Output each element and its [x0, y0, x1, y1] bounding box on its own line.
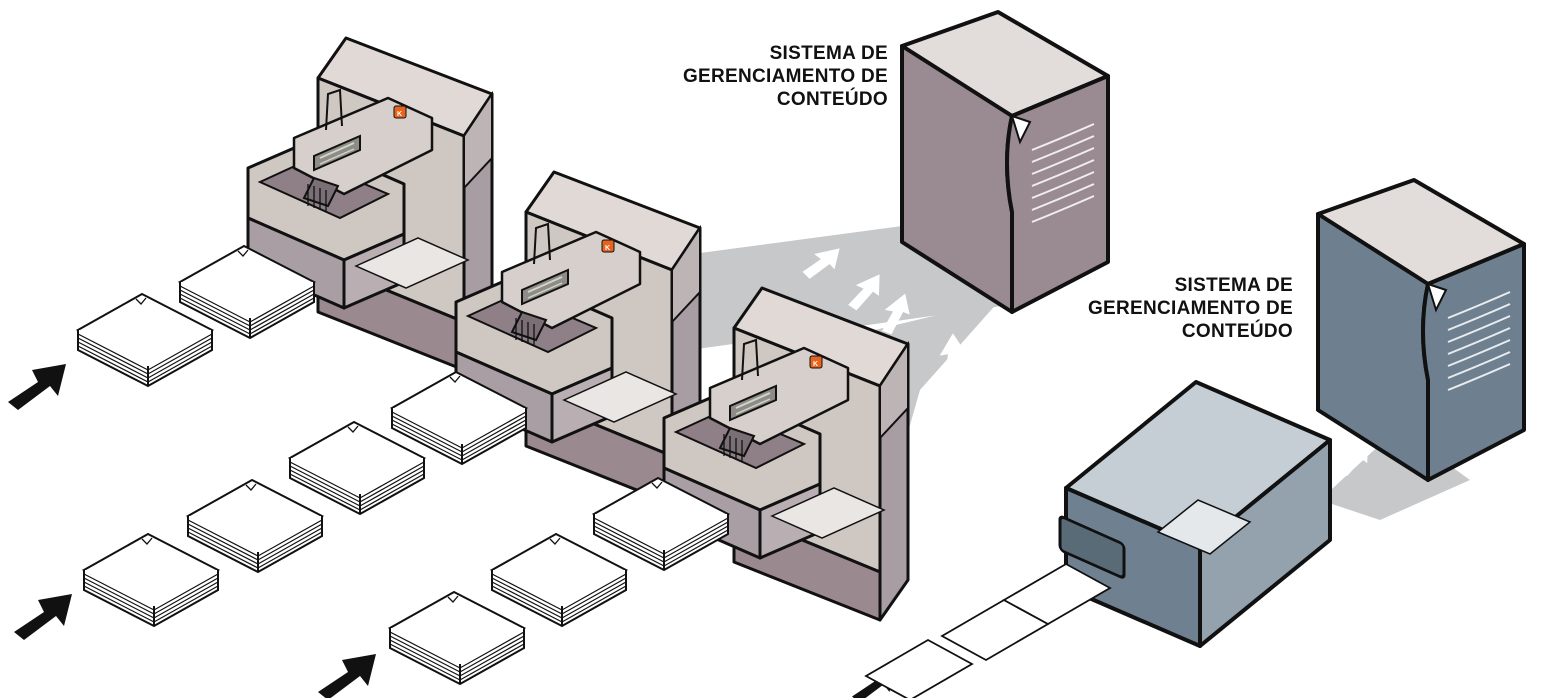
server-icon [1316, 178, 1526, 482]
scanner-icon: K [246, 36, 494, 372]
input-arrow-icon [14, 594, 72, 640]
scanner-icon: K [662, 286, 910, 622]
cms-label-line: GERENCIAMENTO DE [682, 66, 888, 87]
cms-label-line: SISTEMA DE [1174, 275, 1293, 296]
cms-label-line: GERENCIAMENTO DE [1087, 298, 1293, 319]
cms-label-line: CONTEÚDO [776, 89, 888, 110]
input-arrow-icon [8, 364, 66, 410]
cms-label-line: CONTEÚDO [1181, 321, 1293, 342]
document-stack-icon [289, 421, 425, 515]
document-stack-icon [389, 591, 525, 685]
flow-band-3 [1320, 428, 1470, 520]
cms-label-line: SISTEMA DE [769, 43, 888, 64]
cms-label-primary: SISTEMA DE GERENCIAMENTO DE CONTEÚDO [683, 42, 888, 111]
svg-text:K: K [605, 245, 610, 252]
feeder-icon [864, 380, 1332, 698]
document-stack-icon [187, 479, 323, 573]
scanner-icon: K [454, 170, 702, 506]
svg-text:K: K [397, 111, 402, 118]
document-stack-icon [491, 533, 627, 627]
svg-text:K: K [813, 361, 818, 368]
cms-label-secondary: SISTEMA DE GERENCIAMENTO DE CONTEÚDO [1088, 274, 1293, 343]
input-arrow-icon [318, 654, 376, 698]
document-stack-icon [83, 533, 219, 627]
